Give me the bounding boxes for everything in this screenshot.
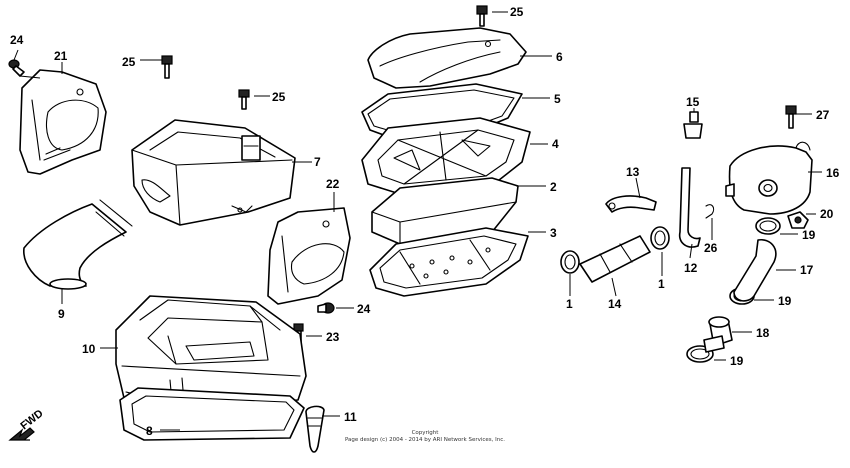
callout-15: 15 <box>686 95 700 109</box>
callout-19-c: 19 <box>730 354 744 368</box>
hose-17 <box>733 238 777 302</box>
callout-26: 26 <box>704 241 718 255</box>
callout-labels: 24 21 25 25 7 25 6 5 4 2 3 22 24 9 23 10… <box>10 5 840 438</box>
copyright-line-2: Page design (c) 2004 - 2014 by ARI Netwo… <box>344 437 506 443</box>
callout-16: 16 <box>826 166 840 180</box>
callout-3: 3 <box>550 226 557 240</box>
connector-18 <box>703 316 733 353</box>
element-frame-4 <box>361 117 531 195</box>
callout-7: 7 <box>314 155 321 169</box>
callout-13: 13 <box>626 165 640 179</box>
callout-23: 23 <box>326 330 340 344</box>
callout-25-mid: 25 <box>272 90 286 104</box>
callout-25-top: 25 <box>510 5 524 19</box>
valve-15 <box>683 111 703 139</box>
callout-1-a: 1 <box>566 297 573 311</box>
callout-22: 22 <box>326 177 340 191</box>
bolt-25-mid <box>238 89 250 110</box>
intake-duct-9 <box>23 199 133 290</box>
callout-10: 10 <box>82 342 96 356</box>
gasket-8 <box>119 387 305 441</box>
bracket-13 <box>605 195 657 213</box>
filter-element-2 <box>371 177 519 245</box>
side-cover-22 <box>267 207 351 305</box>
screw-24-top <box>8 59 25 77</box>
callout-25-left: 25 <box>122 55 136 69</box>
clamp-1-a <box>560 250 580 274</box>
grommet-20 <box>787 211 809 229</box>
callout-27: 27 <box>816 108 830 122</box>
screw-24-center <box>317 302 335 314</box>
callout-2: 2 <box>550 180 557 194</box>
resonator-16 <box>725 141 813 215</box>
callout-9: 9 <box>58 307 65 321</box>
fwd-label: FWD <box>18 407 45 432</box>
callout-11: 11 <box>344 410 357 424</box>
seal-5 <box>361 83 523 139</box>
bolt-25-top <box>476 5 488 27</box>
callout-8: 8 <box>146 424 153 438</box>
callout-1-b: 1 <box>658 277 665 291</box>
bolt-27 <box>785 105 797 129</box>
callout-24-center: 24 <box>357 302 371 316</box>
callout-20: 20 <box>820 207 834 221</box>
callout-12: 12 <box>684 261 698 275</box>
clamp-1-b <box>650 226 670 250</box>
callout-21: 21 <box>54 49 68 63</box>
tube-14 <box>579 235 651 283</box>
cover-6 <box>367 27 527 89</box>
drain-hose-12 <box>678 167 701 248</box>
callout-6: 6 <box>556 50 563 64</box>
callout-5: 5 <box>554 92 561 106</box>
copyright-line-1: Copyright <box>411 430 439 436</box>
copyright-notice: Copyright Page design (c) 2004 - 2014 by… <box>300 430 550 444</box>
callout-17: 17 <box>800 263 814 277</box>
callout-24-top: 24 <box>10 33 24 47</box>
bolt-25-left <box>161 55 173 79</box>
clip-26 <box>705 204 715 219</box>
callout-14: 14 <box>608 297 622 311</box>
callout-19-b: 19 <box>778 294 792 308</box>
leader-lines <box>13 11 822 431</box>
clamp-19-a <box>755 217 781 235</box>
callout-19-a: 19 <box>802 228 816 242</box>
callout-18: 18 <box>756 326 770 340</box>
base-plate-3 <box>369 227 529 297</box>
side-cover-21 <box>19 69 107 175</box>
drain-tube-11 <box>305 405 325 453</box>
fwd-arrow: FWD <box>8 407 46 441</box>
callout-4: 4 <box>552 137 559 151</box>
air-cleaner-case-7 <box>131 119 296 226</box>
